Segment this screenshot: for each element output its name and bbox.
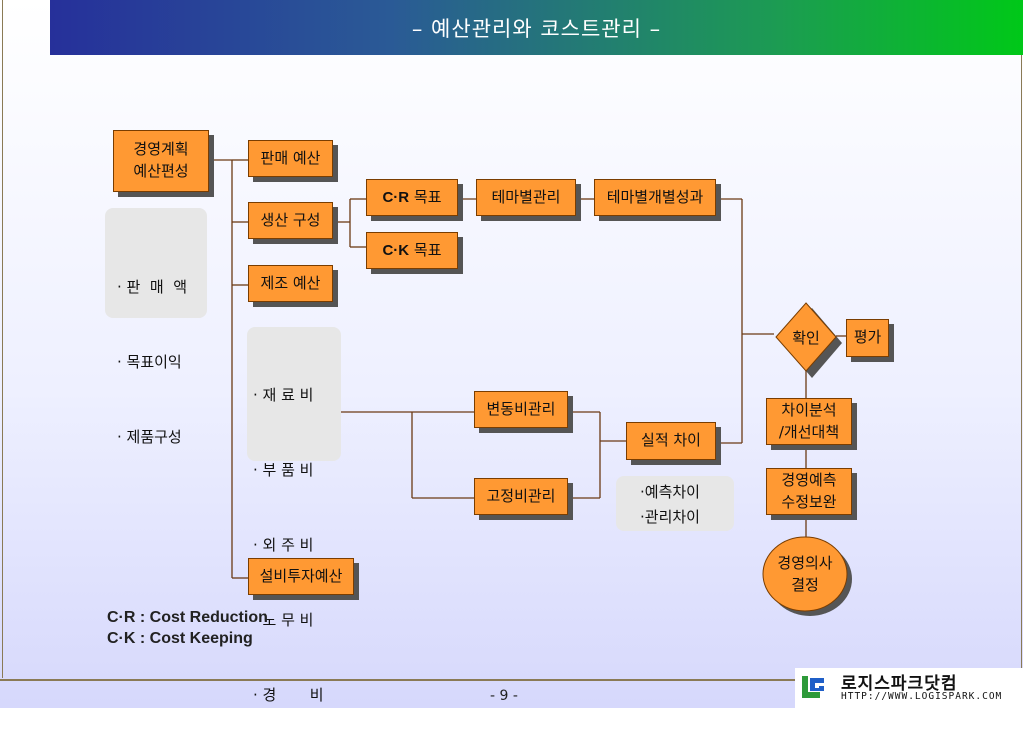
theme-results-box: 테마별개별성과: [594, 179, 716, 216]
difference-items-note: ·예측차이 ·관리차이: [616, 476, 734, 531]
management-plan-line1: 경영계획: [133, 140, 189, 159]
equipment-budget-box: 설비투자예산: [248, 558, 354, 595]
difference-item-forecast: ·예측차이: [640, 483, 700, 501]
evaluate-label: 평가: [853, 328, 882, 347]
cost-item-outsourcing: · 외 주 비: [253, 536, 314, 554]
variance-analysis-line2: /개선대책: [778, 422, 840, 441]
abbreviation-legend: C·R : Cost Reduction C·K : Cost Keeping: [107, 607, 268, 649]
cost-item-material: · 재 료 비: [253, 386, 314, 404]
management-forecast-line1: 경영예측: [781, 470, 837, 489]
cr-target-label: 목표: [409, 187, 442, 206]
management-plan-box: 경영계획 예산편성: [113, 130, 209, 192]
confirm-label: 확인: [792, 328, 820, 347]
evaluate-box: 평가: [846, 319, 889, 357]
title-bar: – 예산관리와 코스트관리 –: [50, 0, 1023, 55]
manufacturing-budget-box: 제조 예산: [248, 265, 333, 302]
management-plan-line2: 예산편성: [133, 162, 189, 180]
production-structure-box: 생산 구성: [248, 202, 333, 239]
sales-budget-label: 판매 예산: [260, 148, 321, 167]
theme-results-label: 테마별개별성과: [606, 187, 704, 206]
ck-target-label: 목표: [409, 240, 442, 259]
footer-divider: [0, 679, 800, 681]
cr-target-code: C·R: [382, 188, 410, 206]
plan-item-sales: · 판 매 액: [117, 278, 188, 296]
variance-analysis-line1: 차이분석: [781, 400, 837, 419]
fixed-cost-label: 고정비관리: [486, 486, 556, 505]
logo-name: 로지스파크닷컴: [841, 674, 958, 694]
variable-cost-box: 변동비관리: [474, 391, 568, 428]
difference-item-management: ·관리차이: [640, 508, 700, 526]
manufacturing-budget-label: 제조 예산: [260, 273, 321, 292]
cost-items-note: · 재 료 비 · 부 품 비 · 외 주 비 · 노 무 비 · 경 비: [247, 327, 341, 704]
variance-analysis-box: 차이분석 /개선대책: [766, 398, 852, 445]
confirm-diamond: 확인: [776, 325, 836, 349]
page-number: - 9 -: [490, 688, 518, 704]
actual-difference-label: 실적 차이: [641, 431, 701, 450]
management-decision-line2: 결정: [791, 576, 819, 594]
logispark-logo: 로지스파크닷컴 HTTP://WWW.LOGISPARK.COM: [795, 668, 1023, 708]
equipment-budget-label: 설비투자예산: [259, 566, 343, 585]
ck-target-code: C·K: [382, 241, 410, 259]
variable-cost-label: 변동비관리: [486, 399, 556, 418]
sales-budget-box: 판매 예산: [248, 140, 333, 177]
production-structure-label: 생산 구성: [260, 210, 321, 229]
fixed-cost-box: 고정비관리: [474, 478, 568, 515]
plan-items-note: · 판 매 액 · 목표이익 · 제품구성: [105, 208, 207, 446]
management-decision-line1: 경영의사: [777, 554, 833, 573]
legend-cost-keeping: C·K : Cost Keeping: [107, 630, 253, 647]
theme-management-box: 테마별관리: [476, 179, 576, 216]
plan-item-target-profit: · 목표이익: [117, 353, 182, 371]
connector-lines: [212, 159, 852, 616]
cost-item-labor: · 노 무 비: [253, 611, 314, 629]
management-forecast-line2: 수정보완: [781, 492, 837, 511]
theme-management-label: 테마별관리: [491, 187, 561, 206]
plan-item-product-mix: · 제품구성: [117, 428, 182, 446]
ck-target-box: C·K 목표: [366, 232, 458, 269]
cost-item-parts: · 부 품 비: [253, 461, 314, 479]
logo-url: HTTP://WWW.LOGISPARK.COM: [841, 691, 1003, 702]
management-decision-ellipse: 경영의사 결정: [763, 540, 847, 610]
logo-mark-icon: [800, 674, 826, 700]
actual-difference-box: 실적 차이: [626, 422, 716, 460]
cost-item-expense: · 경 비: [253, 686, 324, 704]
legend-cost-reduction: C·R : Cost Reduction: [107, 609, 268, 626]
management-forecast-box: 경영예측 수정보완: [766, 468, 852, 515]
page-title: – 예산관리와 코스트관리 –: [411, 16, 662, 41]
cr-target-box: C·R 목표: [366, 179, 458, 216]
slide-frame: [2, 0, 1022, 678]
